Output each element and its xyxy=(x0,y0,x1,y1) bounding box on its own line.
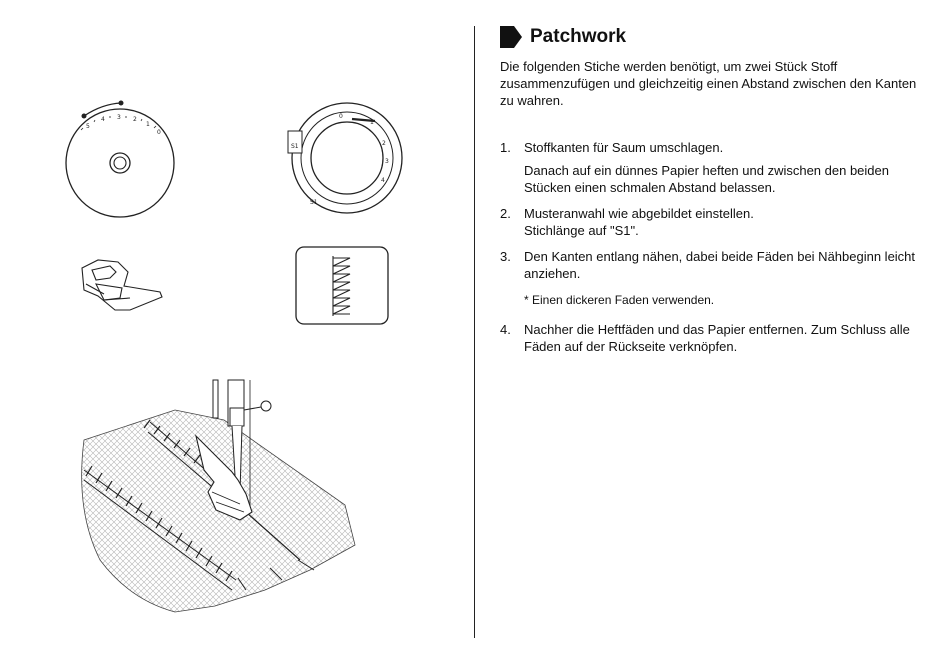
step-text: Nachher die Heftfäden und das Papier ent… xyxy=(524,322,910,354)
column-divider xyxy=(474,26,475,638)
step-item: 2. Musteranwahl wie abgebildet einstelle… xyxy=(500,205,930,239)
step-number: 3. xyxy=(500,249,511,264)
step-number: 2. xyxy=(500,206,511,221)
step-text: Den Kanten entlang nähen, dabei beide Fä… xyxy=(524,249,916,281)
step-item: 4. Nachher die Heftfäden und das Papier … xyxy=(500,321,930,355)
step-text: Musteranwahl wie abgebildet einstellen. xyxy=(524,206,754,221)
step-item: 1. Stoffkanten für Saum umschlagen. Dana… xyxy=(500,139,930,196)
illustrations: 5 4 3 2 1 0 0 1 2 3 4 S1 S1 xyxy=(65,100,403,613)
width-dial-label: 4 xyxy=(101,116,105,123)
presser-foot-icon xyxy=(81,259,163,311)
width-dial-label: 3 xyxy=(117,114,121,121)
section-intro: Die folgenden Stiche werden benötigt, um… xyxy=(500,59,917,108)
step-text: Stoffkanten für Saum umschlagen. xyxy=(524,140,724,155)
width-dial-label: 5 xyxy=(86,123,90,130)
width-dial-label: 1 xyxy=(146,121,150,128)
sewing-illustration xyxy=(81,379,356,613)
section-heading: Patchwork xyxy=(500,24,930,50)
length-dial-label: S1 xyxy=(310,199,318,206)
length-dial-label: 3 xyxy=(385,158,389,165)
step-number: 1. xyxy=(500,140,511,155)
stitch-width-dial: 5 4 3 2 1 0 xyxy=(65,100,175,218)
length-dial-label: 2 xyxy=(382,140,386,147)
section-title: Patchwork xyxy=(530,26,627,47)
step-text: Danach auf ein dünnes Papier heften und … xyxy=(524,163,889,195)
length-dial-label: 0 xyxy=(339,113,343,120)
length-dial-window-label: S1 xyxy=(291,143,299,150)
width-dial-label: 2 xyxy=(133,116,137,123)
length-dial-label: 1 xyxy=(370,119,374,126)
stitch-length-dial: 0 1 2 3 4 S1 S1 xyxy=(287,102,403,214)
width-dial-label: 0 xyxy=(157,129,161,136)
step-item: 3. Den Kanten entlang nähen, dabei beide… xyxy=(500,248,930,312)
length-dial-label: 4 xyxy=(381,177,385,184)
stitch-pattern-icon xyxy=(295,246,389,325)
step-text: Stichlänge auf "S1". xyxy=(524,223,639,238)
step-number: 4. xyxy=(500,322,511,337)
instructions-panel: Patchwork Die folgenden Stiche werden be… xyxy=(500,24,930,364)
section-marker-icon xyxy=(500,26,522,48)
steps-list: 1. Stoffkanten für Saum umschlagen. Dana… xyxy=(500,139,930,355)
step-note: * Einen dickeren Faden verwenden. xyxy=(524,293,715,307)
illustration-panel: 5 4 3 2 1 0 0 1 2 3 4 S1 S1 xyxy=(0,0,474,657)
